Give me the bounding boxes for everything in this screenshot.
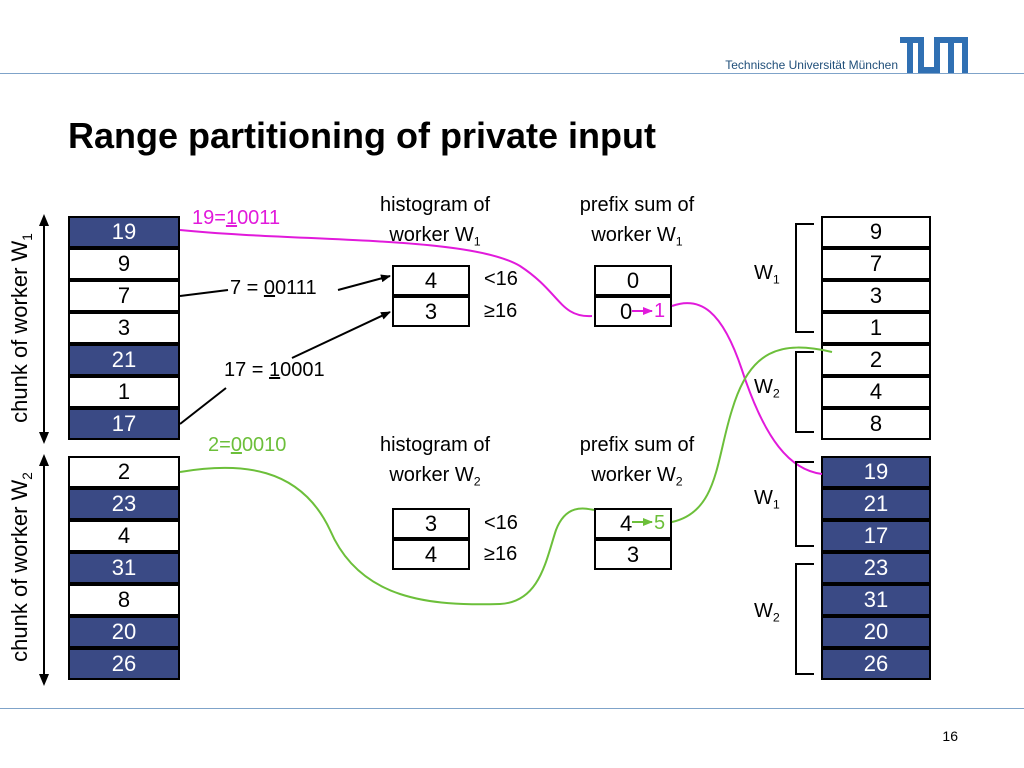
annotation-7-binary: 7 = 00111	[230, 277, 317, 299]
page-number: 16	[942, 728, 958, 744]
range-label-ge16: ≥16	[484, 543, 518, 565]
histogram-w2-cell: 3	[392, 508, 470, 539]
range-label-lt16: <16	[484, 512, 518, 534]
input-w2-cell: 31	[68, 552, 180, 584]
header-divider	[0, 73, 1024, 74]
histogram-w2-cell: 4	[392, 539, 470, 570]
annotation-17-binary: 17 = 10001	[224, 359, 325, 381]
output-group-w1-label: W1	[754, 487, 780, 512]
chunk-w1-extent-arrow	[39, 214, 49, 444]
output-cell: 23	[821, 552, 931, 584]
arrow-17-to-histogram	[179, 311, 391, 425]
output-cell: 21	[821, 488, 931, 520]
university-name: Technische Universität München	[725, 58, 898, 72]
input-w2-cell: 26	[68, 648, 180, 680]
output-cell: 9	[821, 216, 931, 248]
footer-divider	[0, 708, 1024, 709]
input-w2-cell: 20	[68, 616, 180, 648]
path-prefix-to-output-2	[671, 346, 833, 523]
output-cell: 2	[821, 344, 931, 376]
range-label-ge16: ≥16	[484, 300, 518, 322]
input-w2-cell: 23	[68, 488, 180, 520]
output-cell: 3	[821, 280, 931, 312]
path-2-to-prefix	[179, 466, 595, 606]
prefix-w2-cell: 3	[594, 539, 672, 570]
prefix-w2-old-value: 4	[620, 511, 633, 536]
range-label-lt16: <16	[484, 268, 518, 290]
input-w2-cell: 2	[68, 456, 180, 488]
input-w1-cell: 21	[68, 344, 180, 376]
input-w1-cell: 9	[68, 248, 180, 280]
prefix-w2-cell: 4	[594, 508, 672, 539]
output-cell: 19	[821, 456, 931, 488]
output-cell: 17	[821, 520, 931, 552]
output-cell: 4	[821, 376, 931, 408]
input-w1-cell: 1	[68, 376, 180, 408]
output-cell: 7	[821, 248, 931, 280]
histogram-w2-caption: histogram of worker W2	[379, 434, 491, 489]
output-group-w2-label: W2	[754, 600, 780, 625]
prefix-w1-cell: 0	[594, 265, 672, 296]
output-cell: 31	[821, 584, 931, 616]
path-prefix-to-output-19	[671, 302, 823, 475]
output-cell: 1	[821, 312, 931, 344]
prefix-w2-increment: 5	[654, 512, 666, 534]
path-19-to-prefix	[179, 229, 593, 318]
input-w1-cell: 17	[68, 408, 180, 440]
chunk-w2-extent-arrow	[39, 454, 49, 686]
input-w1-cell: 3	[68, 312, 180, 344]
output-group-w2-label: W2	[754, 376, 780, 401]
bracket-bottom-w1	[795, 461, 814, 547]
input-w1-cell: 7	[68, 280, 180, 312]
prefix-w1-increment: 1	[654, 300, 666, 322]
bracket-bottom-w2	[795, 563, 814, 675]
output-cell: 20	[821, 616, 931, 648]
input-w2-cell: 4	[68, 520, 180, 552]
output-cell: 8	[821, 408, 931, 440]
histogram-w1-caption: histogram of worker W1	[379, 194, 491, 249]
output-group-w1-label: W1	[754, 262, 780, 287]
histogram-w1-cell: 4	[392, 265, 470, 296]
prefix-w1-old-value: 0	[620, 299, 633, 324]
histogram-w1-cell: 3	[392, 296, 470, 327]
annotation-2-binary: 2=00010	[208, 434, 287, 456]
input-w2-cell: 8	[68, 584, 180, 616]
input-w1-cell: 19	[68, 216, 180, 248]
tum-logo	[900, 37, 970, 73]
output-cell: 26	[821, 648, 931, 680]
prefix-w2-caption: prefix sum of worker W2	[579, 434, 695, 489]
slide-title: Range partitioning of private input	[68, 115, 656, 156]
bracket-top-w1	[795, 223, 814, 333]
bracket-top-w2	[795, 351, 814, 433]
arrow-7-to-histogram	[179, 274, 391, 297]
annotation-19-binary: 19=10011	[192, 207, 281, 229]
prefix-w1-caption: prefix sum of worker W1	[579, 194, 695, 249]
